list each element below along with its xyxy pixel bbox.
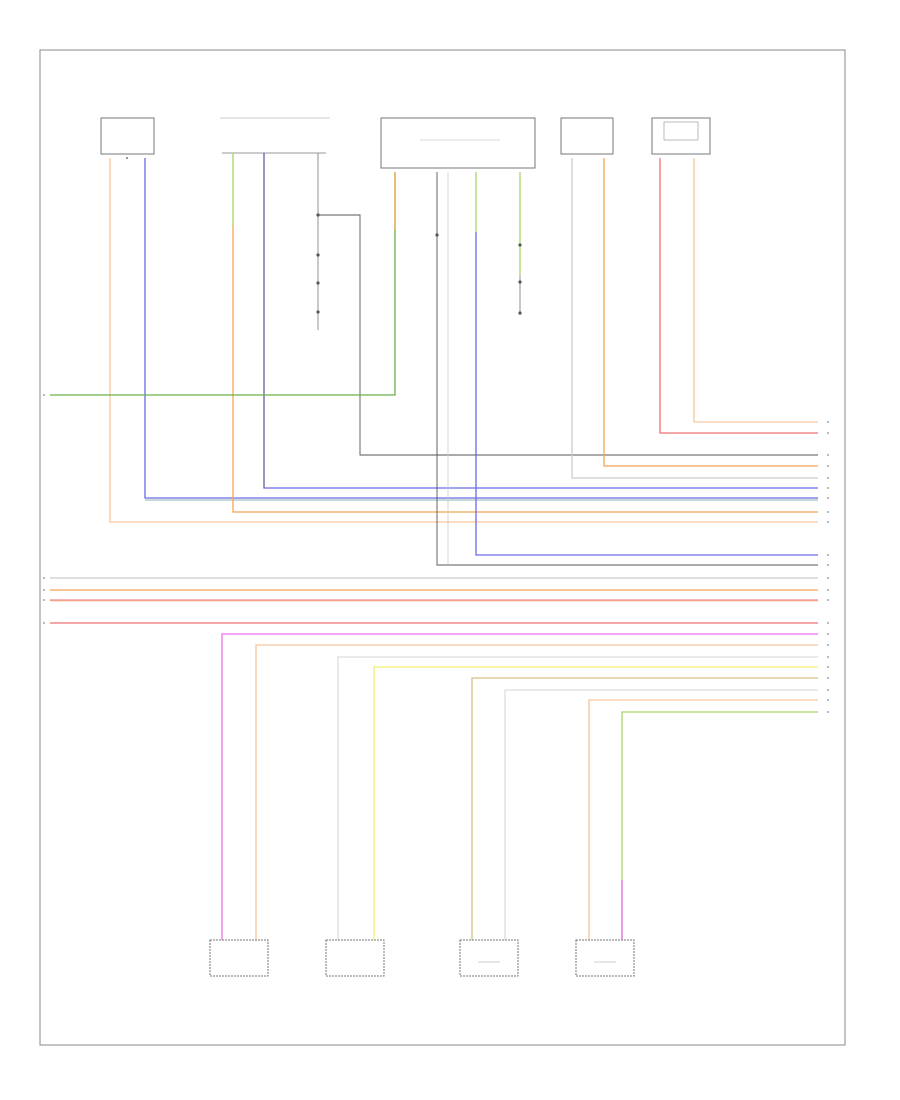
component-bottom-3	[459, 939, 519, 977]
component-bottom-1	[209, 939, 269, 977]
wires-component-1	[109, 158, 818, 523]
component-top-2	[220, 117, 330, 154]
left-terminals	[43, 394, 45, 624]
wires-lower-components	[221, 633, 818, 940]
wires-component-4	[571, 158, 818, 479]
wires-module	[50, 172, 818, 566]
component-bottom-2	[325, 939, 385, 977]
wires-horizontal-bus	[50, 577, 818, 624]
splices-module	[435, 233, 522, 315]
component-top-1	[100, 117, 155, 159]
component-bottom-4	[575, 939, 635, 977]
diagram-frame	[39, 49, 846, 1046]
wires-component-5	[659, 158, 818, 434]
right-terminals	[827, 421, 829, 713]
wires-component-2	[232, 153, 818, 513]
component-top-5	[651, 117, 711, 155]
splices-component-2	[316, 213, 320, 314]
component-top-4	[560, 117, 614, 155]
component-top-3-module	[380, 117, 536, 169]
